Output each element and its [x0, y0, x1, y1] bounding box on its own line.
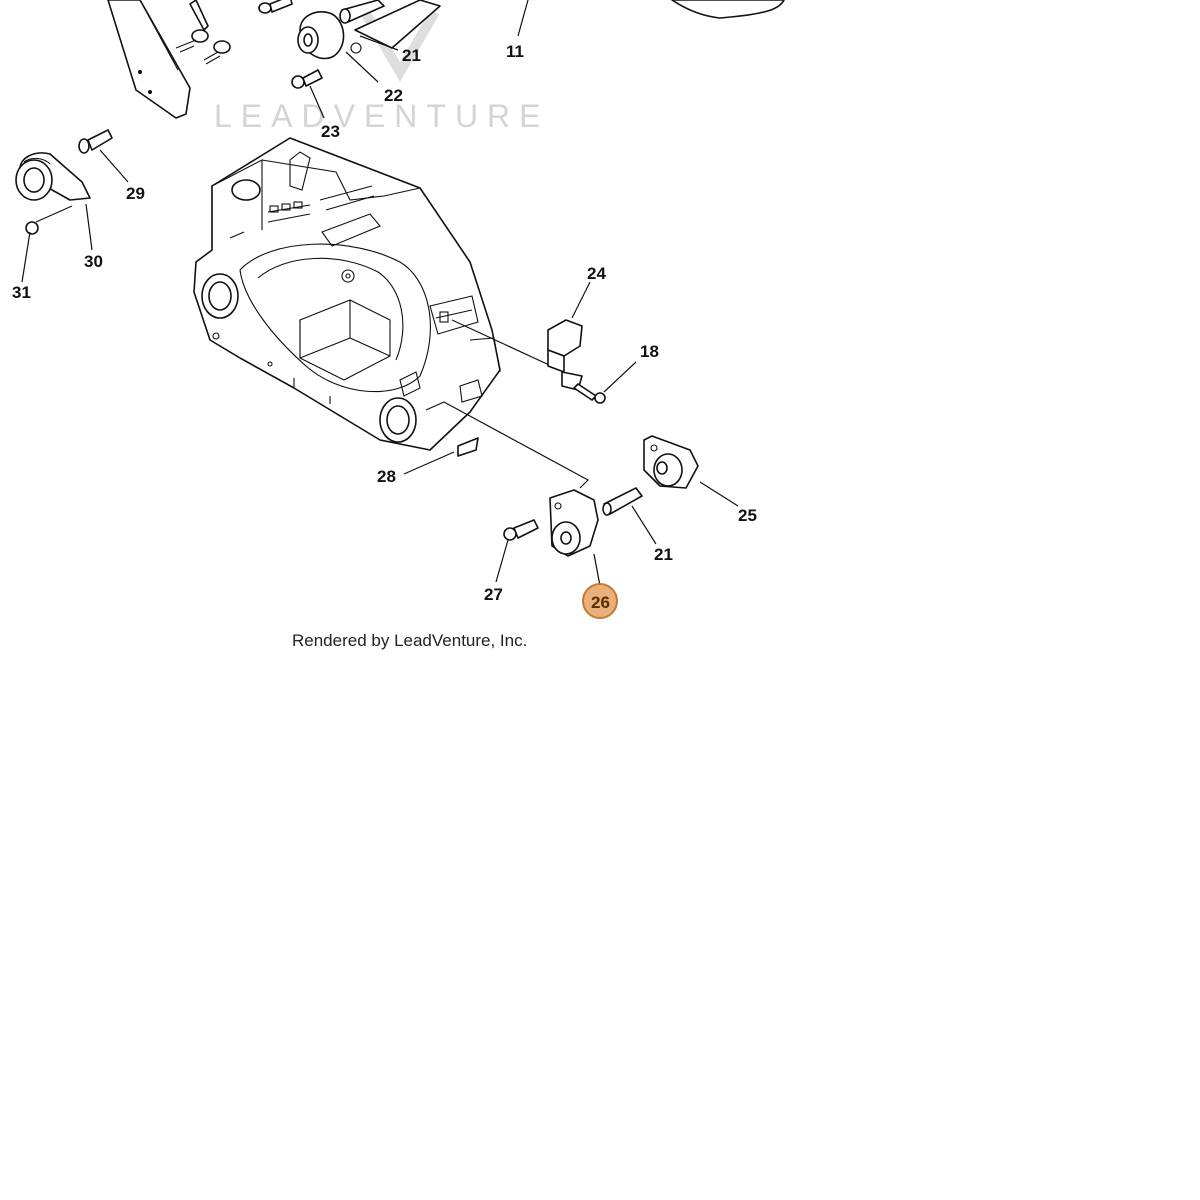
part-21-pin: [602, 487, 643, 516]
callout-29[interactable]: 29: [126, 184, 145, 203]
callout-18[interactable]: 18: [640, 342, 659, 361]
handle-bar: [107, 0, 191, 119]
callout-28[interactable]: 28: [377, 467, 396, 486]
part-11-fragment: [517, 0, 785, 37]
callout-24[interactable]: 24: [587, 264, 606, 283]
watermark-text: LEADVENTURE: [214, 98, 550, 134]
part-26-mount: [549, 489, 599, 557]
callout-leaders: [21, 35, 739, 587]
callout-31[interactable]: 31: [12, 283, 31, 302]
leader-24: [451, 319, 561, 371]
part-25-mount: [643, 435, 699, 489]
watermark: LEADVENTURE: [214, 9, 550, 134]
credit-line: Rendered by LeadVenture, Inc.: [292, 631, 527, 650]
screw-group-top: [175, 0, 293, 65]
crankcase-housing: [193, 137, 501, 451]
callout-27[interactable]: 27: [484, 585, 503, 604]
callout-21-bottom[interactable]: 21: [654, 545, 673, 564]
callout-21-top[interactable]: 21: [402, 46, 421, 65]
callout-30[interactable]: 30: [84, 252, 103, 271]
callout-26[interactable]: 26: [591, 593, 610, 612]
leader-26: [425, 401, 589, 489]
highlight-26: [582, 583, 618, 619]
callout-25[interactable]: 25: [738, 506, 757, 525]
screw-23: [291, 69, 323, 89]
part-24-buffer: [547, 319, 606, 404]
part-27-screw: [503, 519, 539, 541]
callout-23[interactable]: 23: [321, 122, 340, 141]
intake-flange: [15, 129, 113, 235]
callout-labels: 21 22 23 11 29 30 31 24 18 28 25 21 27 2…: [12, 42, 757, 612]
callout-22[interactable]: 22: [384, 86, 403, 105]
callout-11[interactable]: 11: [506, 42, 524, 61]
anti-vibration-mount-top: [297, 0, 441, 60]
part-28: [457, 437, 479, 457]
